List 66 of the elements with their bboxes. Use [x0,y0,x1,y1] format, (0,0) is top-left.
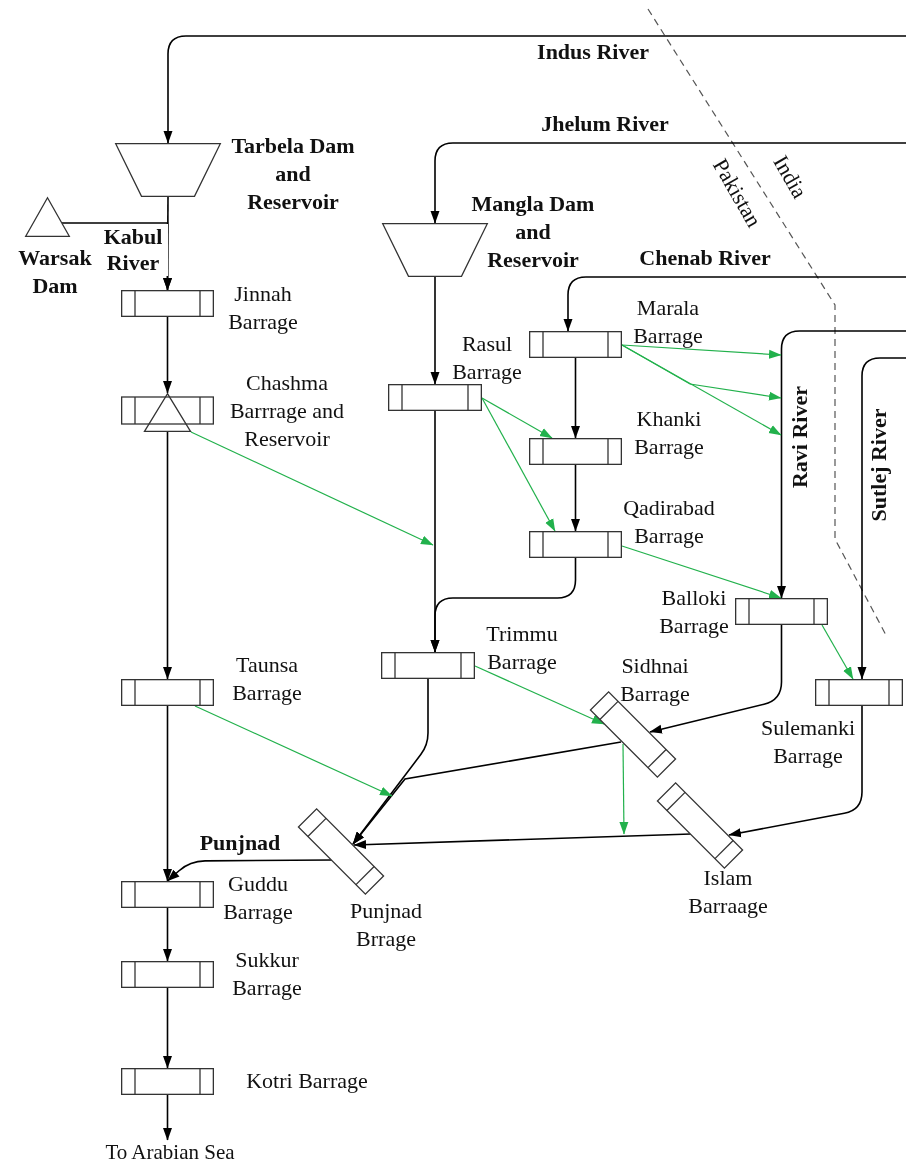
arrow [777,330,906,599]
arrow [481,397,556,532]
arrow [163,987,172,1069]
node-label: Jinnah Barrage [227,280,299,336]
node-label: Balloki Barrage [658,584,730,640]
arrow [430,276,440,385]
dam-symbol [25,197,70,237]
arrow [163,35,906,144]
dam-reservoir-symbol [382,223,488,277]
arrow [163,1094,172,1141]
node-label: Trimmu Barrage [485,620,559,676]
barrage-symbol [735,598,828,625]
arrow [649,624,783,734]
arrow [166,859,333,882]
node-label: Marala Barrage [632,294,704,350]
arrow [190,431,434,546]
dam-reservoir-symbol [115,143,221,197]
destination-label: To Arabian Sea [92,1140,248,1164]
node-label: Mangla Dam and Reservoir [470,190,596,274]
node-label: Chashma Barrrage and Reservoir [228,369,346,453]
arrow [474,665,605,725]
barrage-symbol [388,384,482,411]
arrow [430,142,906,224]
node-label: Islam Barraage [687,864,769,920]
node-label: Guddu Barrage [222,870,294,926]
arrow [194,705,393,797]
node-label: Sulemanki Barrage [759,714,857,770]
arrow [619,743,629,835]
barrage-symbol [121,290,214,317]
arrow [481,397,553,439]
node-label: Kotri Barrage [245,1067,369,1095]
arrow [352,678,429,845]
node-label: Punjnad Brrage [348,897,424,953]
arrow [571,357,580,439]
barrage-symbol [121,961,214,988]
arrow [857,357,906,680]
arrow [621,344,782,436]
arrow [353,833,692,850]
node-label: Sidhnai Barrage [619,652,691,708]
barrage-symbol [121,393,214,432]
node-label: Warsak Dam [17,244,93,300]
barrage-symbol [529,438,622,465]
node-label: Tarbela Dam and Reservoir [230,132,356,216]
arrow [571,464,580,532]
arrow [621,545,782,599]
arrow [728,705,863,838]
barrage-symbol [121,679,214,706]
arrow [163,705,172,882]
arrow [821,624,854,680]
arrow [430,557,577,653]
arrow [563,276,906,332]
node-label: Sukkur Barrage [231,946,303,1002]
node-label: Rasul Barrage [451,330,523,386]
node-label: Taunsa Barrage [231,651,303,707]
barrage-symbol [381,652,475,679]
arrow [163,907,172,962]
barrage-symbol [121,881,214,908]
node-label: Khanki Barrage [633,405,705,461]
barrage-symbol [815,679,903,706]
arrow [621,344,782,359]
barrage-symbol [529,331,622,358]
arrow [163,316,172,394]
barrage-symbol [529,531,622,558]
node-label: Qadirabad Barrage [622,494,716,550]
arrow [163,431,172,680]
barrage-symbol [121,1068,214,1095]
